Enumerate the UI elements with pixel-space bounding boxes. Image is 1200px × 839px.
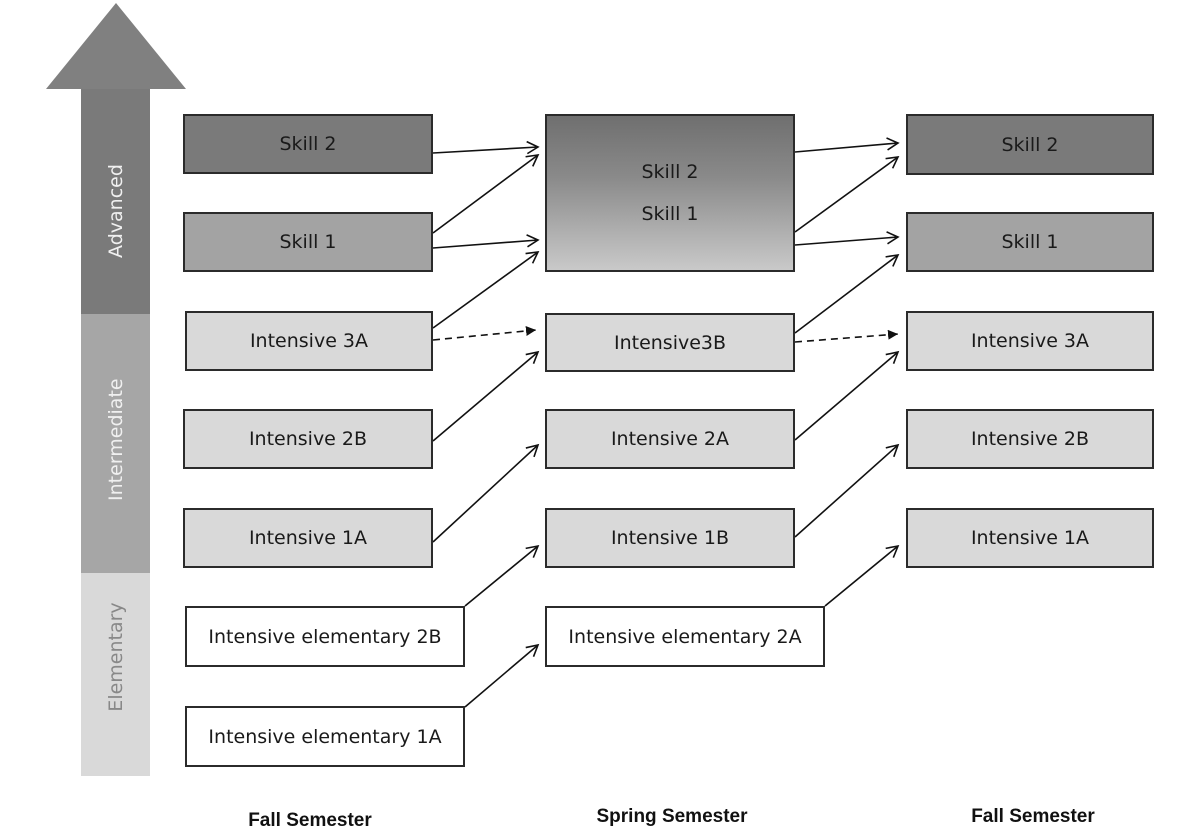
fall1-intensive-2b-box: Intensive 2B	[183, 409, 433, 469]
arrow-spring-skill-to-fall-skill2-upper	[794, 156, 900, 233]
spring-intensive-3b-label: Intensive3B	[613, 331, 727, 354]
arrow-spring-int3b-to-fall-skill1	[794, 253, 900, 334]
arrow-spring-int2a-to-fall-int3a	[794, 350, 900, 441]
fall1-intensive-elementary-2b-box: Intensive elementary 2B	[185, 606, 465, 667]
spring-intensive-2a-label: Intensive 2A	[610, 428, 730, 450]
fall1-intensive-1a-box: Intensive 1A	[183, 508, 433, 568]
arrow-spring-elem2a-to-fall-int1a	[824, 544, 900, 607]
arrow-fall-skill1-to-spring-skill-upper	[432, 154, 540, 234]
fall2-skill2-label: Skill 2	[1001, 133, 1059, 156]
fall1-intensive-elementary-2b-label: Intensive elementary 2B	[208, 625, 442, 648]
level-progression-arrow	[46, 3, 186, 776]
column-label-fall1: Fall Semester	[248, 810, 372, 831]
fall1-skill2-box: Skill 2	[183, 114, 433, 174]
fall2-intensive-3a-label: Intensive 3A	[970, 330, 1090, 352]
spring-skill-box: Skill 2 Skill 1	[545, 114, 795, 272]
fall1-intensive-1a-label: Intensive 1A	[248, 527, 368, 549]
arrow-fall-int3a-to-spring-skill	[432, 251, 540, 329]
spring-skill1-label: Skill 1	[641, 203, 699, 225]
spring-intensive-elementary-2a-label: Intensive elementary 2A	[568, 625, 802, 648]
dashed-arrow-fall-int3a-to-spring-int3b	[432, 325, 537, 341]
fall2-skill2-box: Skill 2	[906, 114, 1154, 175]
column-label-fall2: Fall Semester	[971, 806, 1095, 827]
arrow-fall-int2b-to-spring-int3b	[432, 350, 540, 442]
fall2-skill1-label: Skill 1	[1001, 231, 1059, 253]
fall1-intensive-2b-label: Intensive 2B	[248, 428, 368, 450]
spring-intensive-2a-box: Intensive 2A	[545, 409, 795, 469]
fall2-intensive-2b-box: Intensive 2B	[906, 409, 1154, 469]
fall2-intensive-1a-box: Intensive 1A	[906, 508, 1154, 568]
column-label-spring: Spring Semester	[596, 806, 748, 827]
fall1-skill1-label: Skill 1	[279, 231, 337, 253]
dashed-arrow-spring-int3b-to-fall-int3a	[794, 329, 899, 343]
arrow-fall-int1a-to-spring-int2a	[432, 443, 540, 543]
arrow-fall-skill1-to-spring-skill	[432, 234, 540, 249]
arrow-fall-elem1a-to-spring-elem2a	[464, 643, 540, 708]
fall2-intensive-3a-box: Intensive 3A	[906, 311, 1154, 371]
spring-intensive-elementary-2a-box: Intensive elementary 2A	[545, 606, 825, 667]
fall2-intensive-2b-label: Intensive 2B	[970, 428, 1090, 450]
fall1-skill1-box: Skill 1	[183, 212, 433, 272]
arrow-head	[46, 3, 186, 89]
fall2-intensive-1a-label: Intensive 1A	[970, 527, 1090, 549]
arrow-fall-elem2b-to-spring-int1b	[464, 544, 540, 607]
arrow-spring-int1b-to-fall-int2b	[794, 443, 900, 538]
fall1-intensive-elementary-1a-box: Intensive elementary 1A	[185, 706, 465, 767]
spring-intensive-3b-box: Intensive3B	[545, 313, 795, 372]
spring-skill2-label: Skill 2	[641, 161, 699, 183]
fall1-intensive-3a-label: Intensive 3A	[249, 330, 369, 352]
elementary-band	[81, 573, 150, 776]
spring-intensive-1b-label: Intensive 1B	[610, 527, 730, 549]
intermediate-band	[81, 314, 150, 573]
fall1-skill2-label: Skill 2	[279, 133, 337, 155]
arrow-spring-skill-to-fall-skill2	[794, 137, 900, 153]
spring-intensive-1b-box: Intensive 1B	[545, 508, 795, 568]
fall2-skill1-box: Skill 1	[906, 212, 1154, 272]
advanced-band	[81, 89, 150, 314]
arrow-fall-skill2-to-spring-skill	[432, 140, 540, 155]
fall1-intensive-elementary-1a-label: Intensive elementary 1A	[208, 725, 442, 748]
fall1-intensive-3a-box: Intensive 3A	[185, 311, 433, 371]
arrow-spring-skill-to-fall-skill1	[794, 231, 900, 246]
